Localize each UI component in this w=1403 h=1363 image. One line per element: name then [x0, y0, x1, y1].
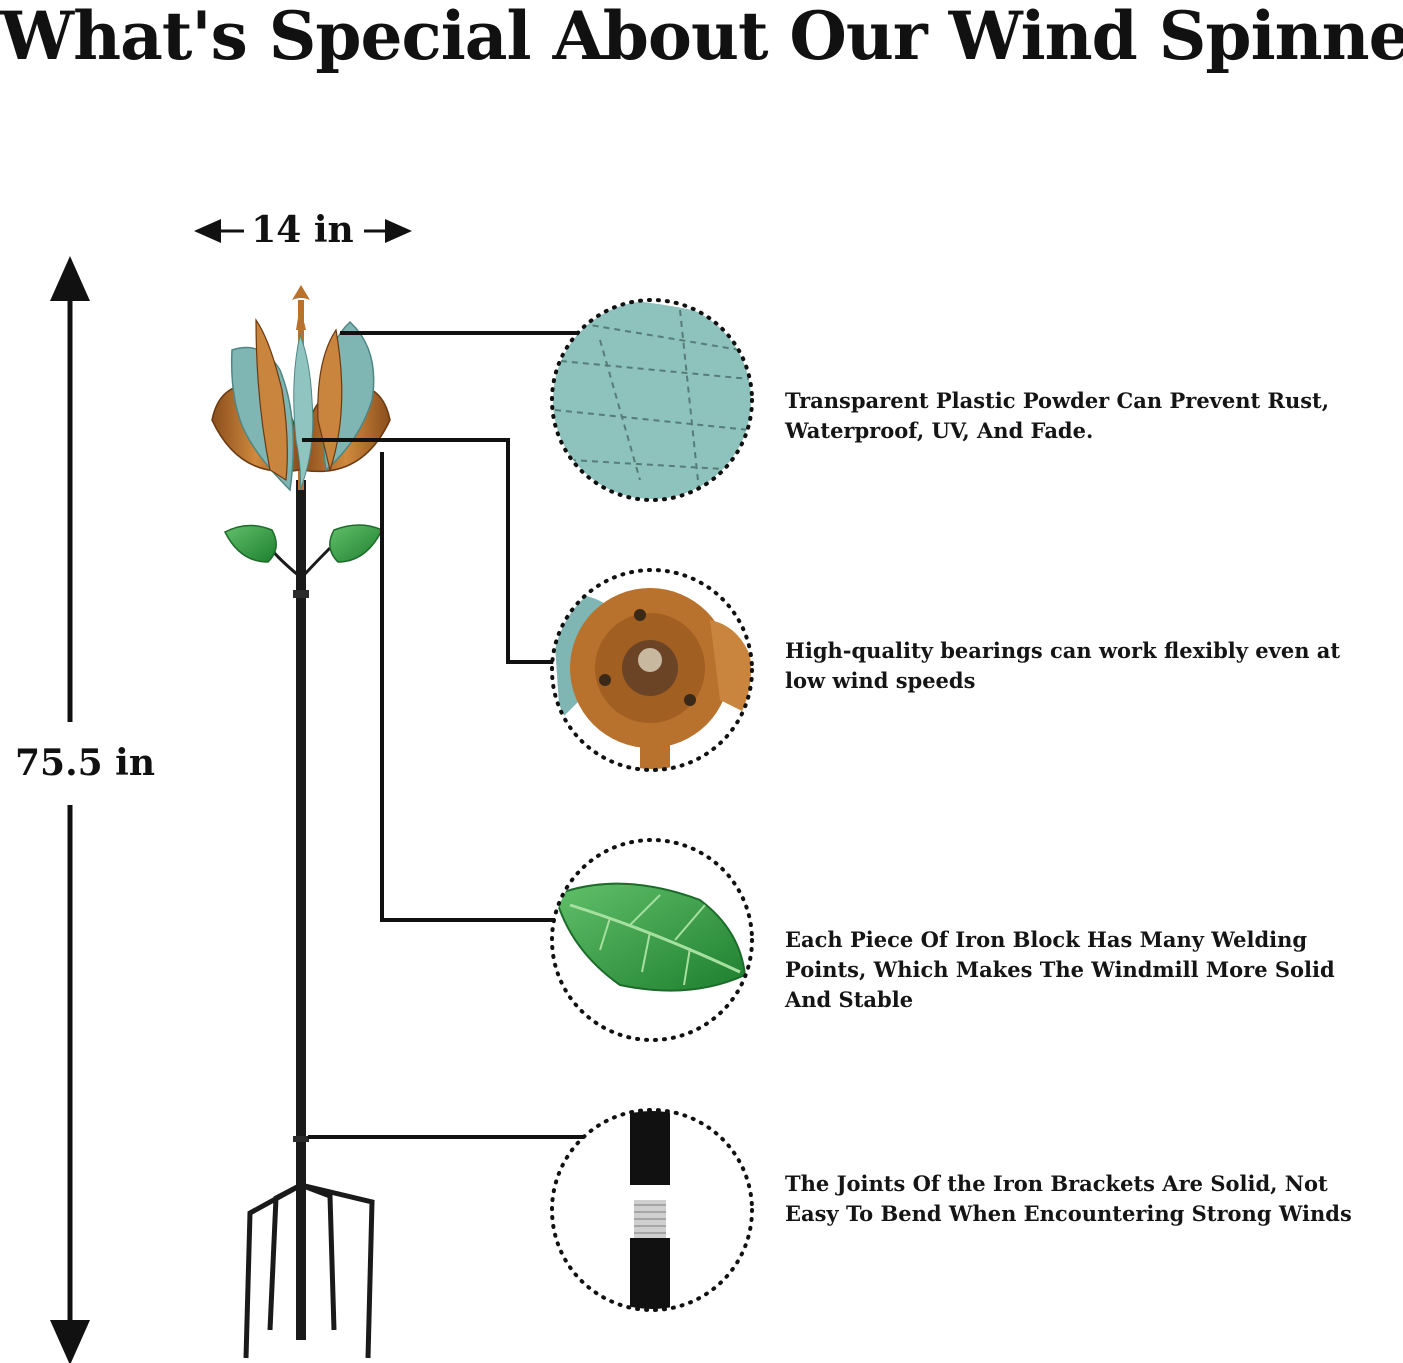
feature-text-bearing: High-quality bearings can work flexibly … — [785, 638, 1341, 693]
ground-stake — [243, 1182, 375, 1359]
detail-circle-leaf — [550, 838, 754, 1042]
detail-circle-blade-coating — [550, 298, 754, 502]
callout-leader-lines — [302, 331, 585, 1139]
detail-circle-bearing — [550, 568, 754, 772]
height-dimension-label: 75.5 in — [14, 742, 156, 784]
feature-text-blade-coating: Transparent Plastic Powder Can Prevent R… — [785, 388, 1330, 443]
spinner-head — [211, 285, 391, 492]
feature-text-leaf: Each Piece Of Iron Block Has Many Weldin… — [785, 927, 1335, 1012]
detail-circle-pole-joint — [550, 1108, 754, 1312]
width-dimension-label: 14 in — [251, 209, 354, 251]
spinner-pole — [293, 480, 309, 1340]
page-title: What's Special About Our Wind Spinner — [0, 0, 1403, 75]
stem-leaves — [223, 524, 384, 577]
feature-text-pole-joint: The Joints Of the Iron Brackets Are Soli… — [785, 1171, 1352, 1226]
